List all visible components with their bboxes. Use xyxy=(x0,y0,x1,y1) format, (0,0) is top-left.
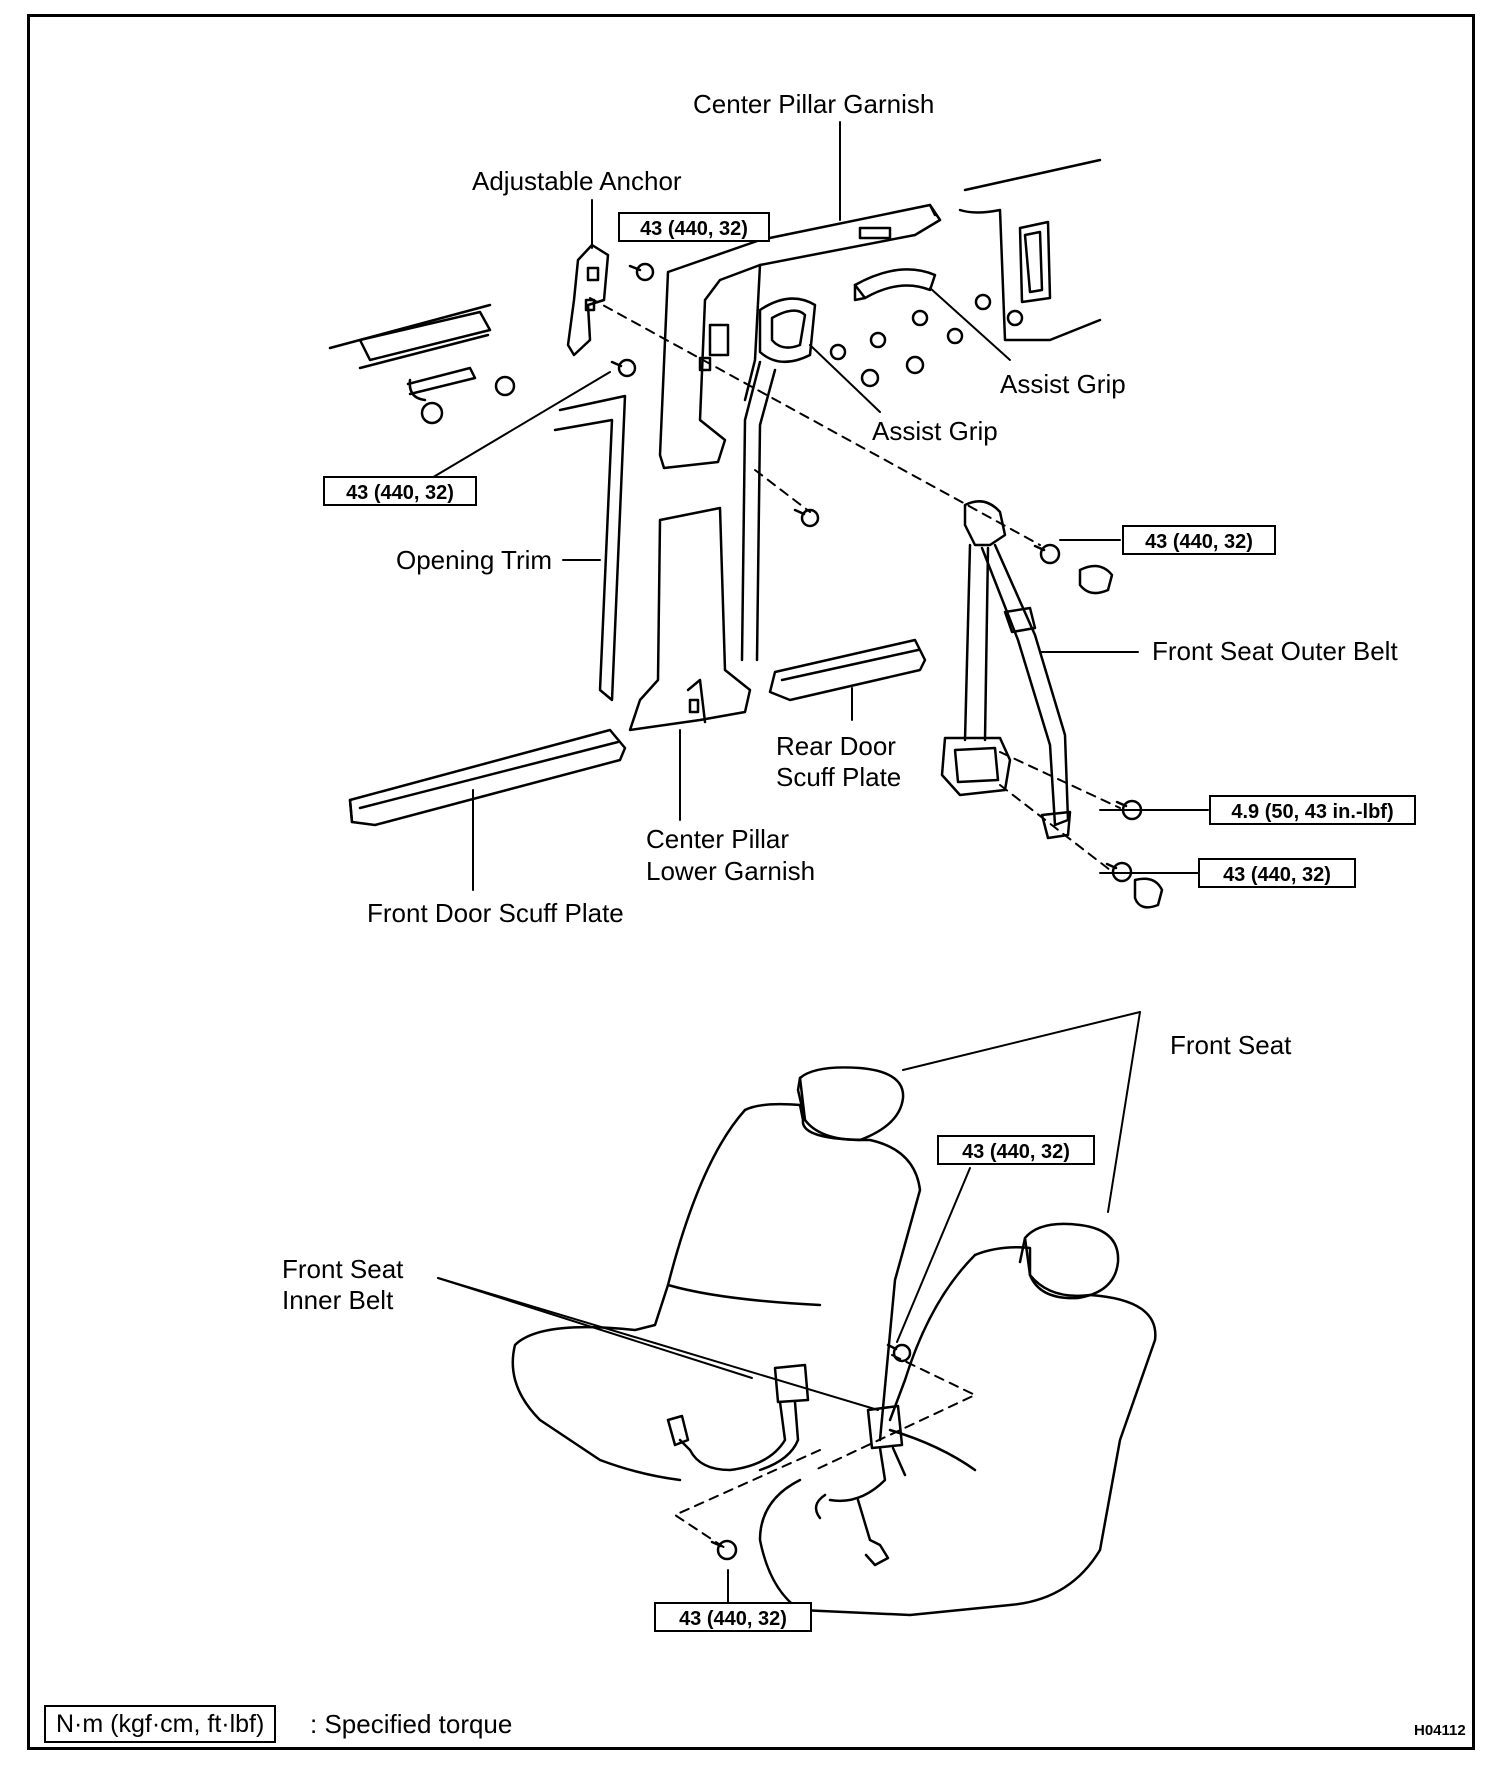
diagram-frame xyxy=(27,14,1475,1750)
center-pillar-lower-garnish xyxy=(628,506,752,732)
bolts-and-clips xyxy=(610,262,1164,1561)
label-rear-door-scuff-plate-line2: Scuff Plate xyxy=(776,762,902,792)
legend-torque-unit-text: : Specified torque xyxy=(310,1709,513,1739)
pillar-rails xyxy=(740,360,777,662)
torque-adjustable-anchor-bolt: 43 (440, 32) xyxy=(618,212,770,242)
label-center-pillar-lower-garnish-line1: Center Pillar xyxy=(646,824,790,854)
label-front-seat: Front Seat xyxy=(1170,1030,1292,1060)
label-front-seat-inner-belt-line2: Inner Belt xyxy=(282,1285,394,1315)
front-seat-left xyxy=(511,1066,922,1482)
adjustable-anchor xyxy=(566,243,610,357)
torque-seat-inner-belt-bolt-right: 43 (440, 32) xyxy=(937,1135,1095,1165)
front-door-scuff-plate xyxy=(348,728,627,827)
torque-retractor-bolt: 4.9 (50, 43 in.-lbf) xyxy=(1209,795,1416,825)
upper-right-roof-panel xyxy=(958,158,1102,342)
label-adjustable-anchor: Adjustable Anchor xyxy=(472,166,682,196)
label-center-pillar-garnish: Center Pillar Garnish xyxy=(693,89,935,119)
leader-lines xyxy=(424,121,1209,1606)
torque-outer-belt-upper-bolt: 43 (440, 32) xyxy=(1122,525,1276,555)
label-front-seat-outer-belt: Front Seat Outer Belt xyxy=(1152,636,1398,666)
torque-seat-inner-belt-bolt-bottom: 43 (440, 32) xyxy=(654,1602,812,1632)
front-seat-inner-belt-buckles xyxy=(666,1363,907,1567)
figure-code: H04112 xyxy=(1414,1722,1466,1739)
assembly-dashed-lines xyxy=(589,297,1121,1549)
assist-grip-lower-part xyxy=(758,297,817,363)
front-seat-outer-belt xyxy=(940,500,1072,840)
label-center-pillar-lower-garnish-line2: Lower Garnish xyxy=(646,856,816,886)
legend-torque-unit-box: N·m (kgf·cm, ft·lbf) xyxy=(44,1705,277,1743)
torque-left-anchor-bolt: 43 (440, 32) xyxy=(323,476,477,506)
label-rear-door-scuff-plate-line1: Rear Door xyxy=(776,731,896,761)
front-seat-right xyxy=(758,1222,1157,1617)
opening-trim xyxy=(553,394,627,702)
rear-door-scuff-plate xyxy=(768,638,927,702)
label-assist-grip-upper: Assist Grip xyxy=(1000,369,1126,399)
left-roof-trim xyxy=(328,303,516,425)
label-front-seat-inner-belt-line1: Front Seat xyxy=(282,1254,404,1284)
label-front-door-scuff-plate: Front Door Scuff Plate xyxy=(367,898,624,928)
label-assist-grip-lower: Assist Grip xyxy=(872,416,998,446)
torque-outer-belt-lower-bolt: 43 (440, 32) xyxy=(1198,858,1356,888)
assist-grip-upper-part xyxy=(853,268,937,302)
label-opening-trim: Opening Trim xyxy=(396,545,553,575)
center-pillar-garnish xyxy=(658,203,942,470)
